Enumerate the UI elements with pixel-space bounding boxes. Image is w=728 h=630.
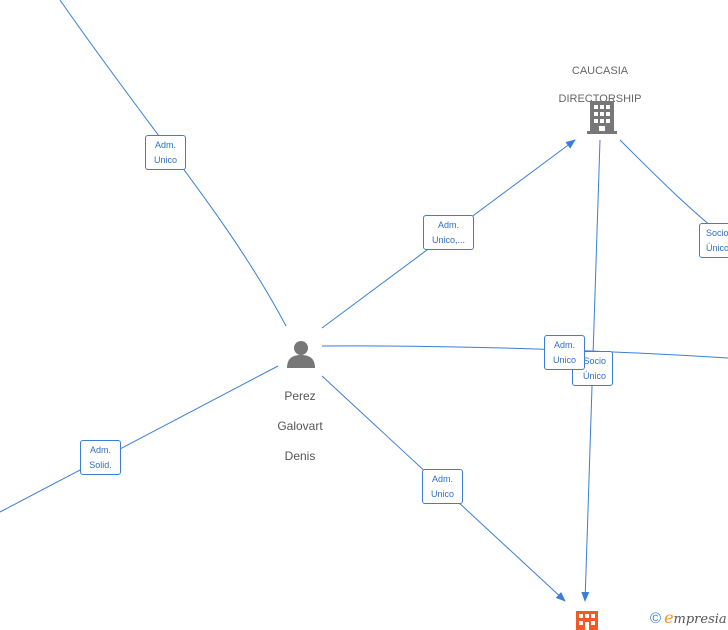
brand-e: e bbox=[664, 608, 674, 627]
person-name[interactable]: Perez Galovart Denis bbox=[259, 374, 341, 479]
highlighted-building-icon[interactable] bbox=[575, 610, 599, 630]
brand-rest: mpresia bbox=[673, 612, 727, 627]
person-name-line: Galovart bbox=[277, 419, 323, 433]
edge-label-top-left[interactable]: Adm. Unico bbox=[145, 135, 186, 170]
edge-label-bottom-company[interactable]: Adm. Unico bbox=[422, 469, 463, 504]
person-name-line: Perez bbox=[284, 389, 316, 403]
edge-label-far-right-socio[interactable]: Socio Único bbox=[699, 223, 728, 258]
person-icon[interactable] bbox=[286, 339, 316, 369]
edge-label-to-caucasia[interactable]: Adm. Unico,... bbox=[423, 215, 474, 250]
edge-label-bottom-left[interactable]: Adm. Solid. bbox=[80, 440, 121, 475]
copyright-symbol: © bbox=[650, 610, 662, 627]
edge-top-left bbox=[59, 0, 287, 327]
edge-label-right-adm[interactable]: Adm. Unico bbox=[544, 335, 585, 370]
edge-bottom-left bbox=[0, 365, 279, 513]
edge-person-right bbox=[321, 345, 728, 359]
building-icon[interactable] bbox=[587, 99, 617, 134]
person-name-line: Denis bbox=[284, 449, 316, 463]
empresia-logo: ©empresia bbox=[650, 608, 727, 627]
company-name-line: CAUCASIA bbox=[571, 65, 629, 77]
company-name-line: DIRECTORSHIP bbox=[558, 93, 642, 105]
